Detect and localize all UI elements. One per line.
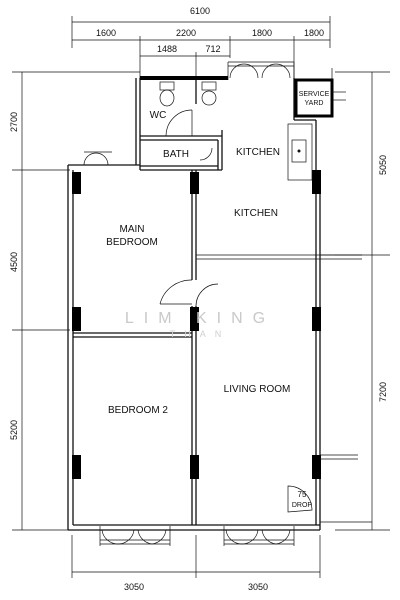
dim-bottom-1: 3050 [124, 582, 144, 592]
dimension-lines [12, 16, 390, 578]
dim-bottom-2: 3050 [248, 582, 268, 592]
interior-walls [73, 80, 362, 525]
dim-top-sub-2: 712 [205, 44, 220, 54]
dim-right-1: 5050 [378, 155, 388, 175]
exterior-walls [67, 76, 321, 531]
watermark-line2: THAN [170, 329, 231, 339]
doors [159, 109, 219, 307]
kitchen-counter [287, 123, 313, 181]
room-main-bedroom-label-1: MAIN [120, 224, 145, 235]
dim-top-overall: 6100 [190, 6, 210, 16]
dim-left-2: 4500 [9, 252, 19, 272]
sanitary-fixtures [159, 81, 217, 107]
room-service-yard-label-1: SERVICE [299, 91, 330, 98]
refuse-chute-label: DROP [292, 502, 313, 509]
dim-left-3: 5200 [9, 420, 19, 440]
room-bedroom2-label: BEDROOM 2 [108, 405, 168, 416]
dim-top-3: 1800 [252, 28, 272, 38]
service-yard [294, 68, 346, 118]
room-bath-label: BATH [163, 149, 189, 160]
dim-left-1: 2700 [9, 112, 19, 132]
room-main-bedroom-label-2: BEDROOM [106, 237, 158, 248]
dim-top-4: 1800 [304, 28, 324, 38]
refuse-chute [287, 485, 313, 513]
room-living-room-label: LIVING ROOM [224, 384, 291, 395]
room-service-yard-label-2: YARD [305, 100, 324, 107]
kitchen-top-window [227, 61, 295, 80]
columns [72, 170, 321, 479]
room-wc-label: WC [150, 110, 167, 121]
dim-right-2: 7200 [378, 382, 388, 402]
dim-top-2: 2200 [176, 28, 196, 38]
bath-window [83, 151, 112, 166]
watermark-line1: LIM KING [125, 310, 275, 327]
dim-top-1: 1600 [96, 28, 116, 38]
bottom-windows [99, 526, 295, 546]
dim-top-sub-1: 1488 [157, 44, 177, 54]
room-kitchen-lower-label: KITCHEN [234, 208, 278, 219]
room-kitchen-upper-label: KITCHEN [236, 147, 280, 158]
refuse-chute-number: 75 [298, 490, 307, 499]
side-lines [320, 254, 372, 523]
